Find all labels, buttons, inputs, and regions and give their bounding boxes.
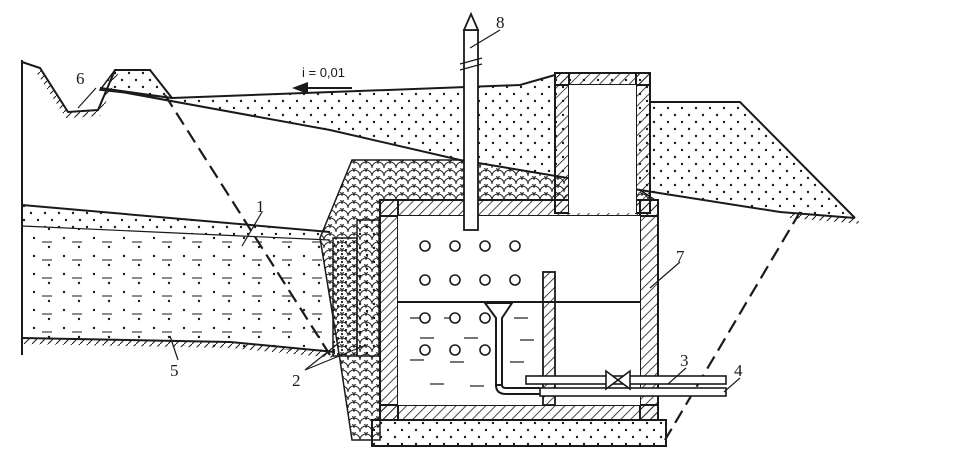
gravel-filter-inner	[356, 219, 380, 357]
vent-pipe-cap	[462, 11, 480, 31]
manhole-left-wall	[554, 72, 570, 214]
ditch-ground-hatch	[36, 68, 118, 118]
chamber-left-wall	[379, 199, 399, 421]
ground-surface-line	[99, 74, 556, 100]
layer-top-line	[21, 204, 331, 233]
manhole-cover	[554, 72, 651, 86]
impermeable-base-hatch	[22, 338, 335, 358]
chamber-floor	[379, 404, 659, 421]
chamber-right-wall	[639, 199, 659, 421]
label-5: 5	[170, 361, 179, 380]
label-6: 6	[76, 69, 85, 88]
water-bearing-layer	[22, 226, 335, 352]
label-1: 1	[256, 197, 265, 216]
label-4: 4	[734, 361, 743, 380]
chamber-foundation	[371, 419, 667, 447]
aquifer-top-line	[21, 225, 331, 241]
label-2: 2	[292, 371, 301, 390]
upper-permeable-layer	[22, 205, 330, 240]
label-3: 3	[680, 351, 689, 370]
manhole-right-wall	[635, 72, 651, 214]
excavation-right-dashed	[664, 211, 801, 441]
partition-wall	[542, 271, 556, 406]
gate-valve	[605, 369, 631, 391]
gravel-filter-outer	[332, 237, 358, 357]
label-8: 8	[496, 13, 505, 32]
label-7: 7	[676, 247, 685, 266]
slope-arrow-head	[292, 82, 308, 94]
slope-label: i = 0,01	[302, 65, 345, 80]
manhole-interior	[569, 85, 636, 213]
vent-pipe-break	[459, 57, 483, 71]
right-ground-hatch	[790, 212, 862, 224]
excavation-left-dashed	[164, 94, 331, 356]
drain-pipe	[539, 387, 727, 397]
inlet-holes	[419, 240, 521, 356]
overflow-pipe-bend	[495, 384, 540, 395]
right-slope-line	[650, 101, 856, 219]
leader-lines	[77, 29, 741, 393]
